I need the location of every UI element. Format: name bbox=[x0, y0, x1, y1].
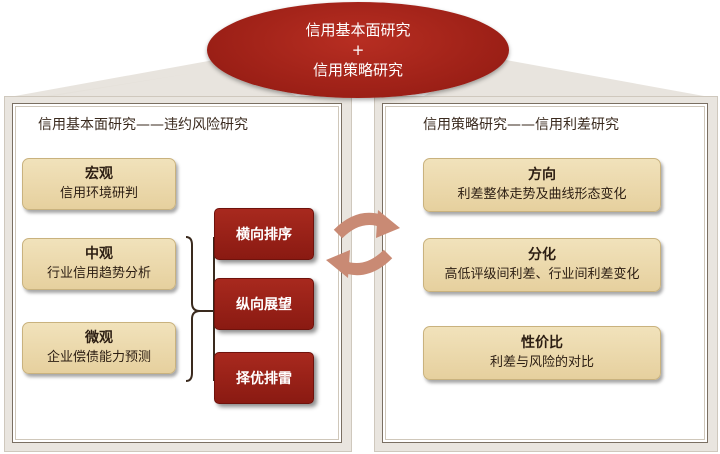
macro-subtitle: 信用环境研判 bbox=[59, 186, 138, 201]
divergence-title: 分化 bbox=[528, 247, 556, 263]
horizontal-ranking-label: 横向排序 bbox=[236, 227, 292, 243]
direction-subtitle: 利差整体走势及曲线形态变化 bbox=[457, 187, 627, 202]
vertical-outlook-label: 纵向展望 bbox=[236, 297, 292, 313]
micro-title: 微观 bbox=[85, 330, 113, 346]
macro-box: 宏观 信用环境研判 bbox=[22, 158, 176, 210]
meso-title: 中观 bbox=[85, 246, 113, 262]
micro-box: 微观 企业偿债能力预测 bbox=[22, 322, 176, 374]
direction-title: 方向 bbox=[528, 167, 556, 183]
cycle-arrows-icon bbox=[326, 210, 400, 278]
bracket-connector bbox=[185, 236, 216, 382]
meso-subtitle: 行业信用趋势分析 bbox=[46, 266, 151, 281]
right-panel-title: 信用策略研究——信用利差研究 bbox=[423, 117, 619, 133]
cost-effectiveness-title: 性价比 bbox=[521, 335, 563, 351]
select-best-label: 择优排雷 bbox=[236, 371, 292, 387]
direction-box: 方向 利差整体走势及曲线形态变化 bbox=[423, 158, 661, 212]
horizontal-ranking-box: 横向排序 bbox=[214, 208, 314, 260]
divergence-box: 分化 高低评级间利差、行业间利差变化 bbox=[423, 238, 661, 292]
macro-title: 宏观 bbox=[85, 166, 113, 182]
top-title-line2: 信用策略研究 bbox=[312, 61, 403, 79]
divergence-subtitle: 高低评级间利差、行业间利差变化 bbox=[444, 267, 640, 282]
top-ellipse: 信用基本面研究 + 信用策略研究 bbox=[207, 2, 509, 98]
left-panel-title: 信用基本面研究——违约风险研究 bbox=[38, 117, 248, 133]
vertical-outlook-box: 纵向展望 bbox=[214, 278, 314, 330]
meso-box: 中观 行业信用趋势分析 bbox=[22, 238, 176, 290]
cost-effectiveness-box: 性价比 利差与风险的对比 bbox=[423, 326, 661, 380]
micro-subtitle: 企业偿债能力预测 bbox=[46, 350, 151, 365]
select-best-box: 择优排雷 bbox=[214, 352, 314, 404]
top-title-line1: 信用基本面研究 bbox=[305, 21, 411, 39]
cost-effectiveness-subtitle: 利差与风险的对比 bbox=[489, 355, 594, 370]
top-title-plus: + bbox=[351, 41, 365, 59]
